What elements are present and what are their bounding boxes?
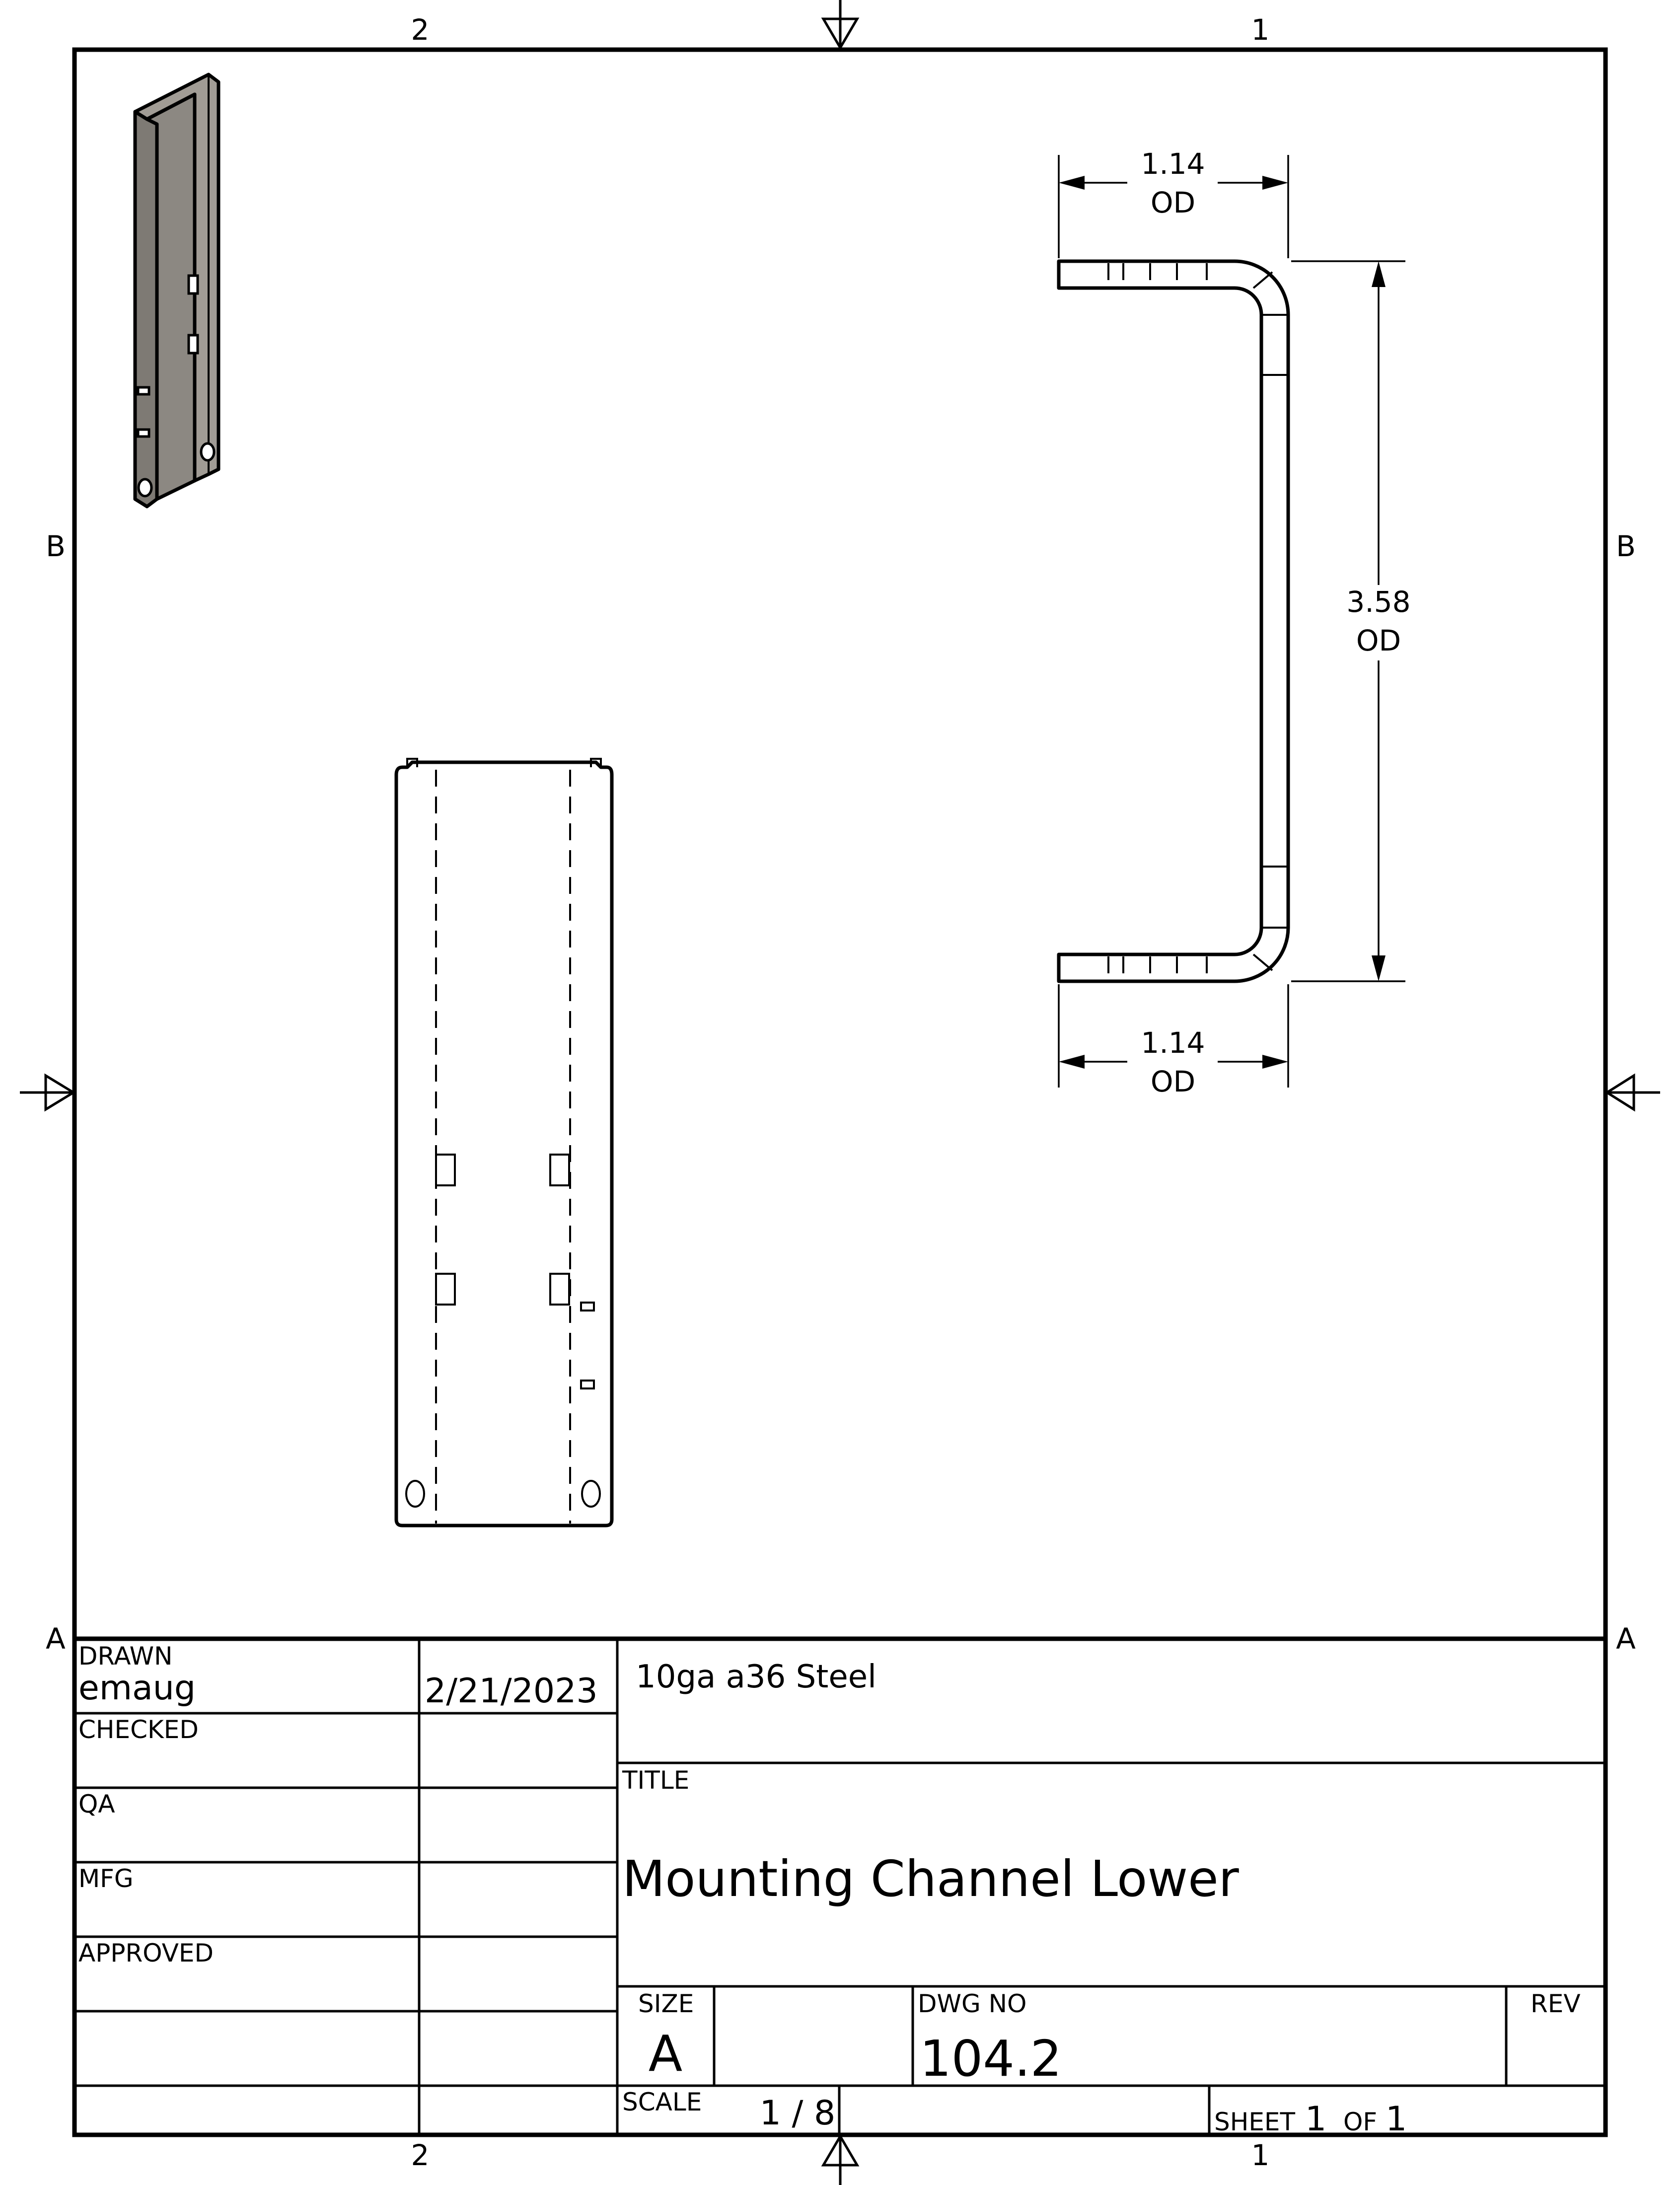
cutout-slot	[435, 1273, 456, 1306]
drawn-date-value: 2/21/2023	[425, 1672, 598, 1711]
drawing-border	[72, 47, 1608, 2137]
small-slot	[580, 1380, 595, 1389]
mfg-label: MFG	[78, 1864, 134, 1893]
dim-top-width-value: 1.14	[1141, 147, 1205, 181]
dimension-bottom-width: 1.14 OD	[1058, 984, 1289, 1098]
of-label: OF	[1343, 2108, 1377, 2136]
drawing-title: Mounting Channel Lower	[622, 1850, 1240, 1908]
checked-label: CHECKED	[78, 1715, 199, 1744]
small-slot	[580, 1302, 595, 1311]
dwg-no-value: 104.2	[920, 2030, 1062, 2088]
dim-height-value: 3.58	[1346, 585, 1410, 619]
zone-label-top-left: 2	[411, 13, 430, 47]
dim-height-note: OD	[1356, 624, 1401, 657]
dimension-top-width: 1.14 OD	[1058, 147, 1289, 258]
front-view	[394, 758, 614, 1528]
zone-label-left-a: A	[46, 1622, 66, 1656]
scale-value: 1 / 8	[760, 2094, 836, 2133]
cutout-slot	[549, 1154, 570, 1186]
zone-label-top-right: 1	[1251, 13, 1270, 47]
title-block: DRAWN emaug 2/21/2023 CHECKED QA MFG APP…	[74, 1636, 1606, 2139]
mounting-hole	[581, 1480, 601, 1508]
title-label: TITLE	[622, 1766, 689, 1795]
dim-bottom-width-note: OD	[1151, 1065, 1195, 1098]
centering-mark-top	[821, 0, 860, 50]
centering-mark-left	[20, 1073, 76, 1112]
drawn-by-value: emaug	[78, 1669, 196, 1708]
dim-bottom-width-value: 1.14	[1141, 1026, 1205, 1060]
approved-label: APPROVED	[78, 1939, 214, 1967]
isometric-view	[133, 73, 220, 509]
zone-label-bottom-left: 2	[411, 2138, 430, 2172]
zone-label-left-b: B	[46, 529, 66, 563]
drawn-label: DRAWN	[78, 1642, 173, 1671]
side-profile-view	[1057, 259, 1290, 983]
sheet-total-value: 1	[1386, 2100, 1407, 2139]
centering-mark-bottom	[821, 2134, 860, 2185]
dim-top-width-note: OD	[1151, 186, 1195, 219]
size-label: SIZE	[638, 1989, 694, 2018]
dwg-no-label: DWG NO	[918, 1989, 1026, 2018]
scale-label: SCALE	[622, 2088, 702, 2116]
size-value: A	[649, 2025, 682, 2083]
rev-label: REV	[1531, 1989, 1581, 2018]
cutout-slot	[549, 1273, 570, 1306]
material-value: 10ga a36 Steel	[636, 1659, 877, 1695]
centering-mark-right	[1605, 1073, 1660, 1112]
sheet-value: 1	[1305, 2100, 1326, 2139]
mounting-hole	[405, 1480, 425, 1508]
zone-label-bottom-right: 1	[1251, 2138, 1270, 2172]
zone-label-right-a: A	[1616, 1622, 1636, 1656]
cutout-slot	[435, 1154, 456, 1186]
dimension-height: 3.58 OD	[1291, 260, 1411, 982]
zone-label-right-b: B	[1616, 529, 1636, 563]
sheet-label: SHEET	[1214, 2108, 1296, 2136]
qa-label: QA	[78, 1790, 115, 1819]
